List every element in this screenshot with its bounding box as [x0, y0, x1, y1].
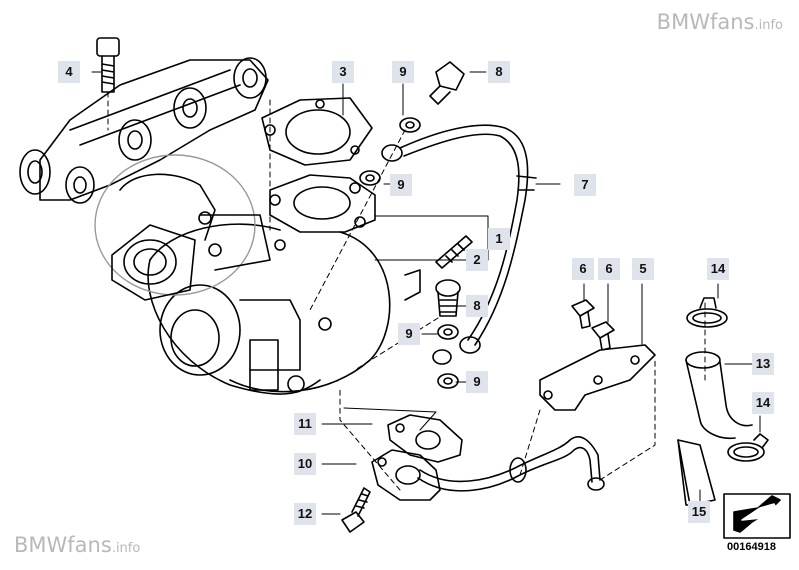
- exhaust-manifold: [19, 57, 269, 204]
- callout-14-upper: 14: [707, 258, 729, 280]
- callout-6-left: 6: [572, 258, 594, 280]
- watermark-bottom-text: BMWfans: [14, 533, 112, 557]
- oil-return-pipe: [417, 436, 605, 492]
- watermark-top-text: BMWfans: [656, 10, 755, 34]
- shield-part-15: [677, 439, 716, 506]
- bracket-part-5: [539, 344, 656, 411]
- callout-5: 5: [632, 258, 654, 280]
- watermark-bottom-suffix: .info: [111, 541, 141, 556]
- bolt-part-4: [96, 37, 120, 93]
- callout-14-lower: 14: [752, 392, 774, 414]
- callout-15: 15: [688, 501, 710, 523]
- callout-10: 10: [294, 453, 316, 475]
- hose-clamp-upper: [686, 297, 728, 328]
- washers-part-9: [359, 117, 459, 389]
- bolts-part-6: [571, 299, 615, 351]
- callout-8-lower: 8: [466, 295, 488, 317]
- gasket-part-3: [261, 97, 373, 166]
- banjo-bolt-lower: [435, 279, 461, 317]
- gasket-part-10: [371, 449, 441, 501]
- callout-6-right: 6: [598, 258, 620, 280]
- document-number: 00164918: [727, 541, 776, 553]
- callout-11: 11: [294, 413, 316, 435]
- callout-12: 12: [294, 503, 316, 525]
- watermark-top-suffix: .info: [754, 18, 783, 33]
- banjo-bolt-upper: [429, 61, 465, 105]
- watermark-bottom: BMWfans.info: [14, 533, 140, 557]
- callout-8-top: 8: [488, 61, 510, 83]
- callout-1: 1: [488, 228, 510, 250]
- callout-9-lower: 9: [466, 371, 488, 393]
- callout-9-upper: 9: [390, 174, 412, 196]
- turbocharger-part-1: [94, 154, 421, 395]
- callout-7: 7: [574, 174, 596, 196]
- callout-3: 3: [332, 61, 354, 83]
- watermark-top: BMWfans.info: [657, 10, 783, 34]
- hose-part-13: [685, 351, 753, 440]
- stud-part-2: [435, 235, 473, 269]
- bolt-part-12: [341, 487, 371, 533]
- callout-9-top: 9: [392, 61, 414, 83]
- gasket-part-11: [387, 414, 463, 463]
- callout-2: 2: [466, 249, 488, 271]
- callout-9-mid: 9: [398, 323, 420, 345]
- hose-clamp-lower: [727, 433, 769, 462]
- guide-lines: [107, 91, 706, 491]
- document-arrow-box: [723, 493, 791, 539]
- callout-13: 13: [752, 353, 774, 375]
- oil-feed-pipe-part-7: [381, 124, 537, 354]
- callout-4: 4: [58, 61, 80, 83]
